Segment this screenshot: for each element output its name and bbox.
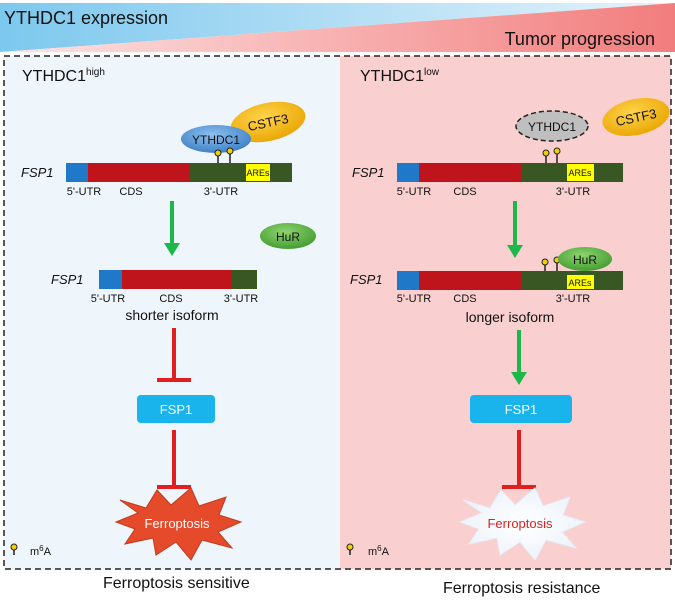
expression-label: YTHDC1 expression xyxy=(4,8,168,28)
left-panel-title: YTHDC1high xyxy=(22,67,105,85)
utr5-segment xyxy=(66,163,88,182)
svg-text:m6A: m6A xyxy=(30,544,52,558)
right-utr5-label: 5'-UTR xyxy=(397,186,432,198)
right-fsp1-protein-label: FSP1 xyxy=(505,402,538,417)
right-utr5-label-2: 5'-UTR xyxy=(397,293,432,305)
right-panel-title: YTHDC1low xyxy=(360,67,440,85)
utr3-segment xyxy=(189,163,292,182)
left-fsp1-protein-label: FSP1 xyxy=(160,402,193,417)
left-gene2-name: FSP1 xyxy=(51,272,84,287)
right-inhibition-arrow xyxy=(502,430,536,489)
right-utr3-label: 3'-UTR xyxy=(556,186,591,198)
right-cds-label: CDS xyxy=(453,186,476,198)
left-cds-label: CDS xyxy=(119,186,142,198)
m6a-marks-right-gene1 xyxy=(542,147,561,164)
right-ferroptosis-burst xyxy=(458,487,587,561)
right-gene1-name: FSP1 xyxy=(352,165,385,180)
right-panel: YTHDC1low CSTF3 YTHDC1 FSP1 AREs 5'-UTR … xyxy=(346,67,670,561)
progression-label: Tumor progression xyxy=(505,29,655,49)
right-gene2-bar: AREs xyxy=(397,271,623,290)
left-isoform-label: shorter isoform xyxy=(125,307,218,323)
right-bottom-label: Ferroptosis resistance xyxy=(443,580,601,597)
svg-text:YTHDC1: YTHDC1 xyxy=(528,120,576,134)
svg-text:HuR: HuR xyxy=(573,253,597,267)
hur-protein-free: HuR xyxy=(260,223,316,249)
left-bottom-label: Ferroptosis sensitive xyxy=(103,575,250,592)
left-inhibition-arrow-1 xyxy=(157,328,191,382)
ares-segment xyxy=(246,164,270,181)
left-utr5-label: 5'-UTR xyxy=(67,186,102,198)
right-gene1-bar: AREs xyxy=(397,163,623,182)
right-activation-arrow-2 xyxy=(511,330,527,385)
left-utr5-label-2: 5'-UTR xyxy=(91,293,126,305)
cstf3-protein: CSTF3 xyxy=(230,101,306,143)
cstf3-protein-right: CSTF3 xyxy=(602,98,670,136)
ythdc1-protein-high: YTHDC1 xyxy=(181,125,251,153)
left-gene1-bar: AREs xyxy=(66,163,292,182)
right-isoform-label: longer isoform xyxy=(466,309,555,325)
svg-text:AREs: AREs xyxy=(568,168,592,178)
left-cds-label-2: CDS xyxy=(159,293,182,305)
right-m6a-legend: m6A xyxy=(346,543,390,558)
svg-text:m6A: m6A xyxy=(368,544,390,558)
left-fsp1-protein-box xyxy=(137,395,215,423)
left-ferroptosis-label: Ferroptosis xyxy=(144,516,210,531)
right-cds-label-2: CDS xyxy=(453,293,476,305)
panel-border xyxy=(3,55,672,570)
svg-text:AREs: AREs xyxy=(246,168,270,178)
svg-text:HuR: HuR xyxy=(276,230,300,244)
left-inhibition-arrow-2 xyxy=(157,430,191,489)
progression-gradient-bar xyxy=(0,3,675,52)
left-ferroptosis-burst xyxy=(114,487,243,561)
ythdc1-protein-low: YTHDC1 xyxy=(515,110,589,142)
left-gene2-bar xyxy=(99,270,257,289)
left-utr3-label-2: 3'-UTR xyxy=(224,293,259,305)
left-gene1-name: FSP1 xyxy=(21,165,54,180)
left-utr3-label: 3'-UTR xyxy=(204,186,239,198)
right-ferroptosis-label: Ferroptosis xyxy=(487,516,553,531)
right-utr3-label-2: 3'-UTR xyxy=(556,293,591,305)
right-activation-arrow-1 xyxy=(507,201,523,258)
right-fsp1-protein-box xyxy=(470,395,572,423)
svg-text:AREs: AREs xyxy=(568,278,592,288)
header-bars: YTHDC1 expression Tumor progression xyxy=(0,3,675,52)
hur-protein-bound: HuR xyxy=(558,247,612,271)
right-gene2-name: FSP1 xyxy=(350,272,383,287)
left-panel: YTHDC1high CSTF3 YTHDC1 FSP1 AREs 5'-UTR… xyxy=(10,67,316,561)
svg-text:YTHDC1: YTHDC1 xyxy=(192,133,240,147)
m6a-marks-left-gene1 xyxy=(214,147,234,164)
left-activation-arrow xyxy=(164,201,180,256)
cds-segment xyxy=(88,163,189,182)
right-panel-background xyxy=(340,56,671,569)
left-m6a-legend: m6A xyxy=(10,543,52,558)
